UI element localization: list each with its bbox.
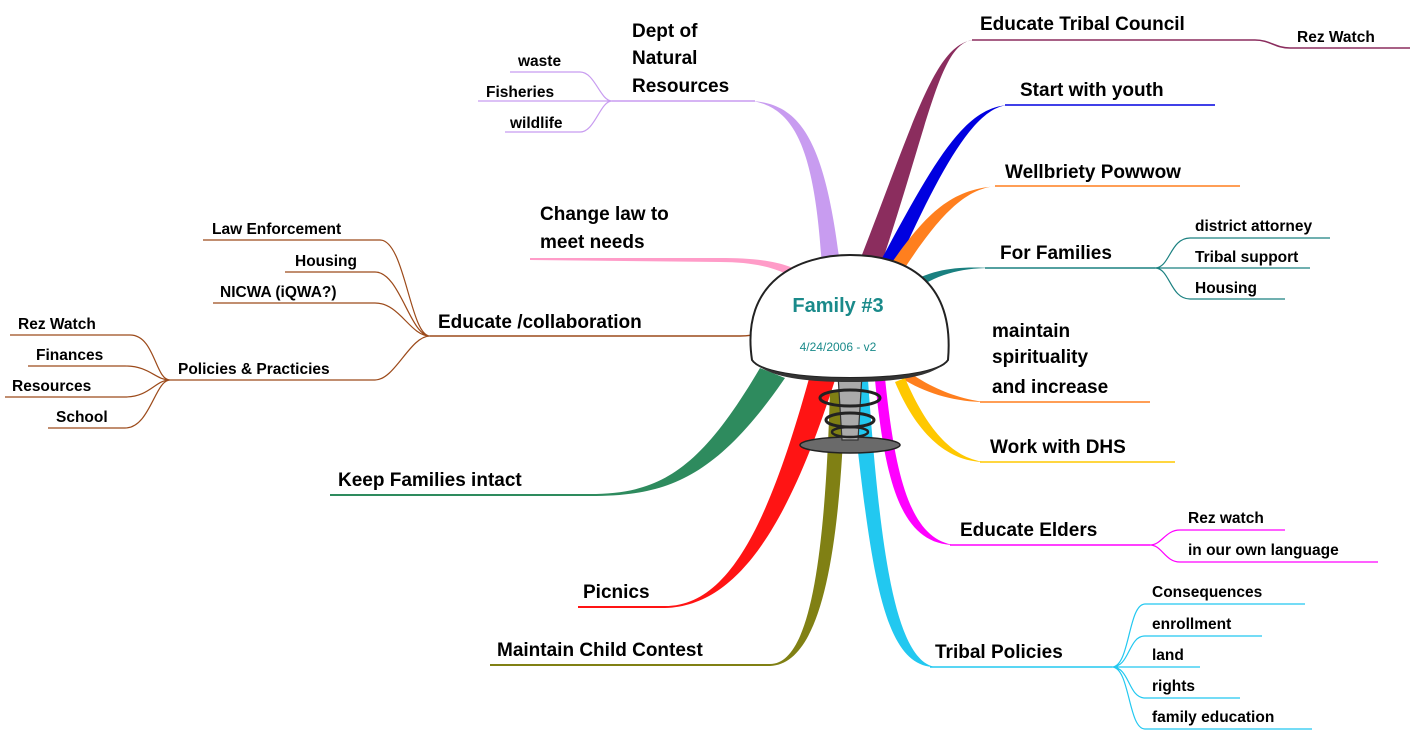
label-law-2[interactable]: meet needs <box>540 232 645 253</box>
branch-dhs <box>895 378 985 462</box>
label-practicies-resources[interactable]: Resources <box>12 378 91 395</box>
label-spirituality-2[interactable]: spirituality <box>992 347 1089 368</box>
label-educate-council[interactable]: Educate Tribal Council <box>980 14 1185 35</box>
branch-contest <box>490 390 845 666</box>
educate-sub-lines <box>170 239 431 381</box>
label-elders-language[interactable]: in our own language <box>1188 542 1339 559</box>
label-policies-family-education[interactable]: family education <box>1152 709 1274 726</box>
label-law-1[interactable]: Change law to <box>540 204 669 225</box>
label-practicies-school[interactable]: School <box>56 409 108 426</box>
label-educate-collab[interactable]: Educate /collaboration <box>438 312 642 333</box>
label-families-attorney[interactable]: district attorney <box>1195 218 1313 235</box>
label-child-contest[interactable]: Maintain Child Contest <box>497 640 704 661</box>
label-practicies-finances[interactable]: Finances <box>36 347 103 364</box>
label-families-support[interactable]: Tribal support <box>1195 249 1298 266</box>
center-title: Family #3 <box>792 295 883 317</box>
label-dnr-waste[interactable]: waste <box>517 53 561 70</box>
label-families-housing[interactable]: Housing <box>1195 280 1257 297</box>
label-tribal-policies[interactable]: Tribal Policies <box>935 642 1063 663</box>
label-powwow[interactable]: Wellbriety Powwow <box>1005 162 1181 183</box>
label-educate-housing[interactable]: Housing <box>295 253 357 270</box>
label-picnics[interactable]: Picnics <box>583 582 650 603</box>
elders-sub-lines <box>1149 529 1378 563</box>
label-educate-nicwa[interactable]: NICWA (iQWA?) <box>220 284 337 301</box>
label-dnr-2[interactable]: Natural <box>632 48 697 69</box>
dnr-sub-lines <box>478 71 613 133</box>
label-educate-elders[interactable]: Educate Elders <box>960 520 1097 541</box>
label-policies-rights[interactable]: rights <box>1152 678 1195 695</box>
label-youth[interactable]: Start with youth <box>1020 80 1164 101</box>
families-sub-lines <box>1154 237 1330 300</box>
label-keep-intact[interactable]: Keep Families intact <box>338 470 522 491</box>
policies-sub-lines <box>1111 603 1312 730</box>
branch-dnr <box>752 101 840 268</box>
label-council-rez-watch[interactable]: Rez Watch <box>1297 29 1375 46</box>
branch-law <box>530 258 810 285</box>
label-practicies-rez-watch[interactable]: Rez Watch <box>18 316 96 333</box>
label-policies-land[interactable]: land <box>1152 647 1184 664</box>
practicies-sub-lines <box>5 334 171 429</box>
branch-council-underline <box>972 39 1410 49</box>
branch-elders <box>875 378 955 545</box>
label-spirituality-1[interactable]: maintain <box>992 321 1070 342</box>
label-for-families[interactable]: For Families <box>1000 243 1112 264</box>
label-policies-consequences[interactable]: Consequences <box>1152 584 1262 601</box>
label-dnr-fisheries[interactable]: Fisheries <box>486 84 554 101</box>
branch-council <box>858 40 975 268</box>
label-dnr-3[interactable]: Resources <box>632 76 729 97</box>
label-educate-policies-practicies[interactable]: Policies & Practicies <box>178 361 330 378</box>
label-dhs[interactable]: Work with DHS <box>990 437 1126 458</box>
label-dnr-1[interactable]: Dept of <box>632 21 698 42</box>
center-date: 4/24/2006 - v2 <box>800 340 877 354</box>
label-dnr-wildlife[interactable]: wildlife <box>509 115 563 132</box>
center-image <box>749 253 950 454</box>
label-policies-enrollment[interactable]: enrollment <box>1152 616 1231 633</box>
label-educate-law-enforcement[interactable]: Law Enforcement <box>212 221 341 238</box>
label-spirituality-3[interactable]: and increase <box>992 377 1108 398</box>
label-elders-rez-watch[interactable]: Rez watch <box>1188 510 1264 527</box>
branch-youth <box>880 105 1010 270</box>
branch-picnics <box>578 375 835 608</box>
